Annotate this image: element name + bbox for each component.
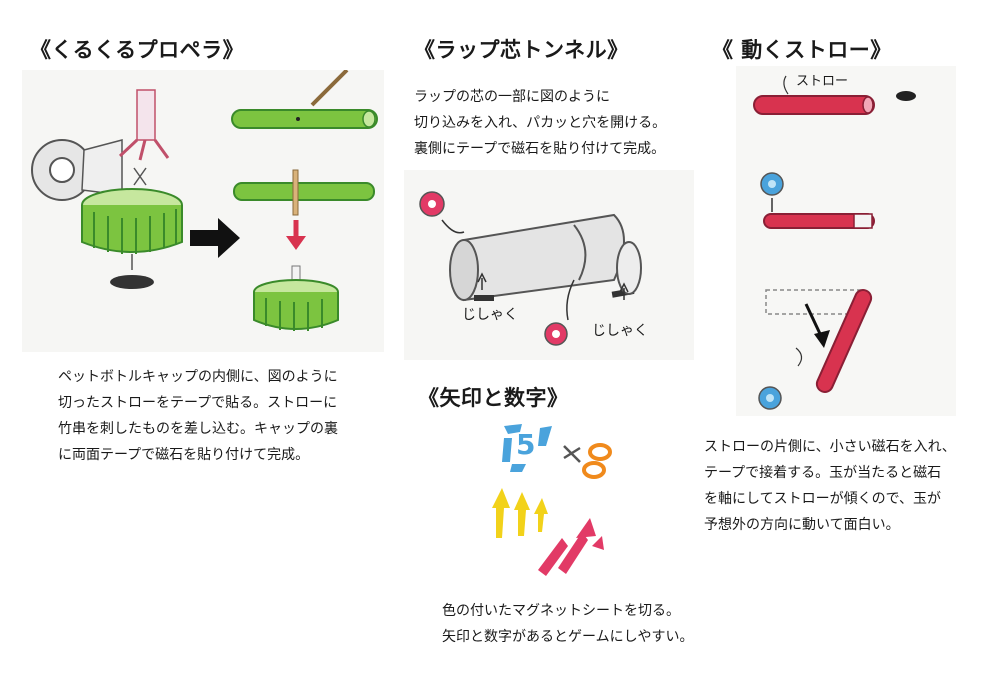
magnet-icon — [110, 254, 154, 289]
scissors-icon — [563, 443, 612, 479]
straw-with-magnet-icon — [753, 75, 916, 115]
pink-arrows-icon — [538, 518, 604, 576]
number-piece-label: 5 — [516, 428, 536, 461]
straw-illustration: ストロー — [736, 66, 956, 416]
tunnel-illustration: じしゃく じしゃく — [404, 170, 694, 360]
tape-roll-icon — [31, 139, 123, 201]
magnet-label-right: じしゃく — [592, 323, 648, 339]
wrap-core-tube-icon — [449, 213, 642, 302]
arrows-description: 色の付いたマグネットシートを切る。 矢印と数字があるとゲームにしやすい。 — [442, 603, 694, 645]
propeller-description: ペットボトルキャップの内側に、図のように 切ったストローをテープで貼る。ストロー… — [58, 369, 338, 463]
red-ball-icon — [419, 191, 445, 217]
straw-title: 《 動くストロー》 — [712, 38, 892, 62]
skewer-straw-icon — [231, 70, 378, 129]
tilting-straw-icon — [765, 289, 873, 393]
number-piece-icon — [502, 424, 552, 472]
short-straw-icon — [763, 213, 875, 229]
straw-skewer-inserted-icon — [233, 169, 375, 250]
blue-ball-icon — [758, 386, 782, 410]
assembled-propeller-icon — [253, 265, 339, 331]
red-ball-icon-2 — [544, 322, 568, 346]
magnet-label-left: じしゃく — [462, 307, 518, 323]
arrow-right-icon — [190, 218, 240, 258]
blue-ball-small-icon — [760, 172, 784, 212]
bottle-cap-icon — [81, 188, 183, 254]
arrows-illustration: 5 — [482, 418, 642, 588]
propeller-title: 《くるくるプロペラ》 — [30, 38, 245, 62]
straw-handwritten-label: ストロー — [796, 74, 849, 89]
yellow-arrows-icon — [492, 488, 548, 538]
propeller-illustration — [22, 70, 384, 352]
cut-straw-icon — [118, 89, 170, 186]
tunnel-description: ラップの芯の一部に図のように 切り込みを入れ、パカッと穴を開ける。 裏側にテープ… — [414, 89, 667, 157]
straw-description: ストローの片側に、小さい磁石を入れ、 テープで接着する。玉が当たると磁石 を軸に… — [704, 439, 956, 533]
tunnel-title: 《ラップ芯トンネル》 — [414, 38, 629, 62]
arrows-title: 《矢印と数字》 — [418, 386, 569, 410]
